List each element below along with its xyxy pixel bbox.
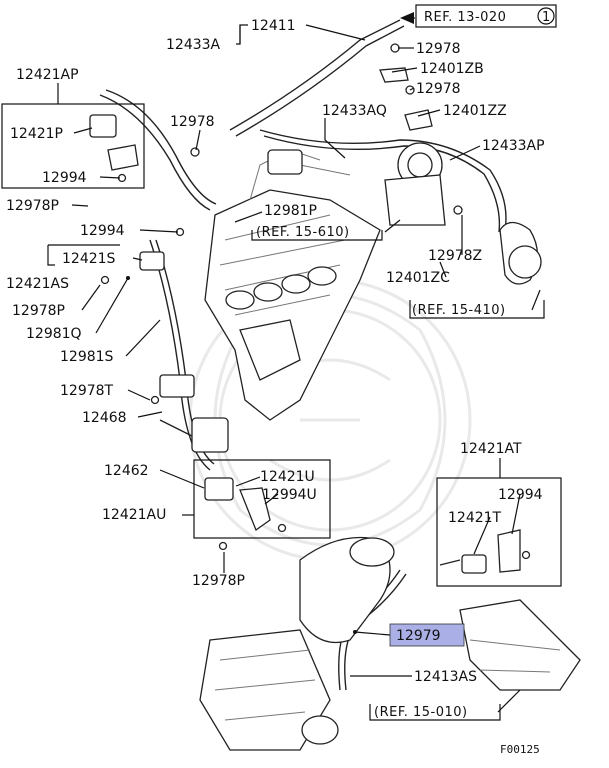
engine-block-illustration (204, 149, 381, 421)
part-label-12978-a[interactable]: 12978 (416, 41, 461, 57)
part-label-12401ZB[interactable]: 12401ZB (420, 61, 484, 77)
valve-parts (89, 43, 531, 574)
wastegate-actuator (384, 142, 542, 285)
leader-lines (47, 17, 541, 713)
part-label-12421T[interactable]: 12421T (448, 510, 502, 526)
part-label-12411[interactable]: 12411 (251, 18, 296, 34)
ref-15-010-label[interactable]: (REF. 15-010) (374, 705, 468, 720)
ref-bracket-15-410 (409, 300, 545, 319)
part-label-12421U[interactable]: 12421U (260, 469, 315, 485)
part-label-12978-c[interactable]: 12978 (170, 114, 215, 130)
part-label-12421S[interactable]: 12421S (62, 251, 116, 267)
part-label-12979[interactable]: 12979 (396, 628, 441, 644)
part-label-12433A[interactable]: 12433A (166, 37, 221, 53)
ref-bracket-15-010 (369, 704, 501, 721)
part-label-12421AU[interactable]: 12421AU (102, 507, 166, 523)
part-label-12468[interactable]: 12468 (82, 410, 127, 426)
part-label-12413AS[interactable]: 12413AS (414, 669, 477, 685)
part-label-12978P-a[interactable]: 12978P (6, 198, 59, 214)
part-label-12433AP[interactable]: 12433AP (482, 138, 545, 154)
part-label-12978T[interactable]: 12978T (60, 383, 114, 399)
part-label-12421AS[interactable]: 12421AS (6, 276, 69, 292)
part-labels: 12411 12433A 12978 12401ZB 12978 12401ZZ… (6, 18, 545, 685)
part-label-12978-b[interactable]: 12978 (416, 81, 461, 97)
part-label-12994-a[interactable]: 12994 (42, 170, 87, 186)
part-label-12978P-b[interactable]: 12978P (12, 303, 65, 319)
part-label-12994-b[interactable]: 12994 (80, 223, 125, 239)
ref-box-13-020[interactable] (415, 4, 557, 28)
part-label-12981P[interactable]: 12981P (264, 203, 317, 219)
part-label-12981S[interactable]: 12981S (60, 349, 114, 365)
part-label-12421AP[interactable]: 12421AP (16, 67, 79, 83)
ref-bracket-15-610 (251, 230, 383, 241)
ref-13-020-circle (537, 7, 555, 25)
part-label-12978Z[interactable]: 12978Z (428, 248, 482, 264)
figure-code: F00125 (500, 743, 540, 756)
ref-13-020-label: REF. 13-020 (424, 10, 506, 25)
part-label-12433AQ[interactable]: 12433AQ (322, 103, 387, 119)
group-box-12421AP (1, 103, 145, 189)
part-label-12994-c[interactable]: 12994 (498, 487, 543, 503)
group-box-12421AU (193, 459, 331, 539)
part-label-12401ZZ[interactable]: 12401ZZ (443, 103, 507, 119)
group-box-12421AT (436, 477, 562, 587)
turbocharger (199, 536, 581, 751)
part-label-12981Q[interactable]: 12981Q (26, 326, 82, 342)
part-label-12462[interactable]: 12462 (104, 463, 149, 479)
part-label-12421AT[interactable]: 12421AT (460, 441, 522, 457)
ref-15-410-label[interactable]: (REF. 15-410) (412, 303, 506, 318)
ref-arrow-icon (400, 12, 414, 24)
part-label-12401ZC[interactable]: 12401ZC (386, 270, 450, 286)
ref-13-020-circle-number: 1 (542, 10, 551, 25)
part-label-12978P-c[interactable]: 12978P (192, 573, 245, 589)
part-label-12994U[interactable]: 12994U (262, 487, 317, 503)
part-label-12421P[interactable]: 12421P (10, 126, 63, 142)
ref-15-610-label[interactable]: (REF. 15-610) (256, 225, 350, 240)
